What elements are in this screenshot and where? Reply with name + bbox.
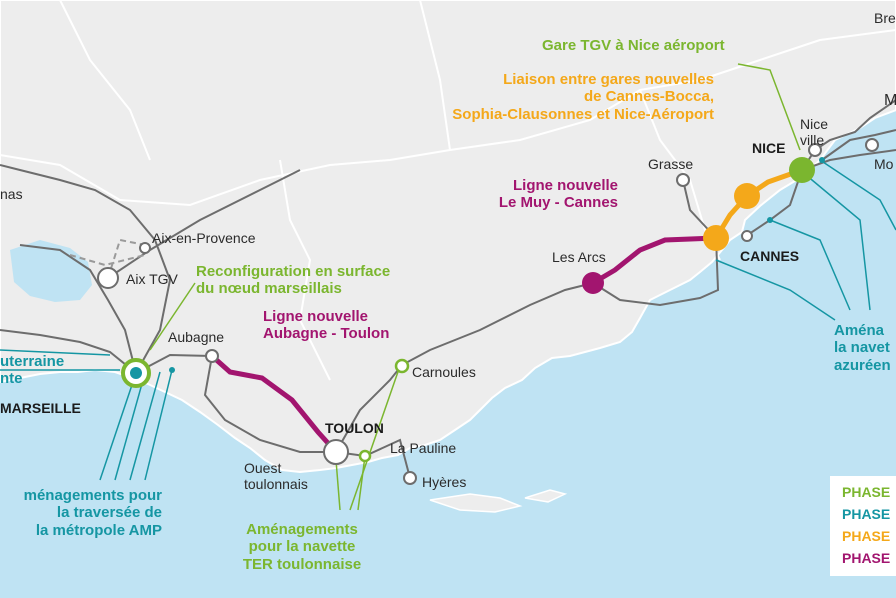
island-porquerolles xyxy=(429,493,523,513)
station-aix xyxy=(139,242,151,254)
station-toulon xyxy=(323,439,349,465)
label-carnoules: Carnoules xyxy=(412,364,476,380)
station-marseille-core xyxy=(130,367,142,379)
annotation-ligne-aubagne: Ligne nouvelle Aubagne - Toulon xyxy=(263,308,390,343)
label-toulon: TOULON xyxy=(325,420,384,436)
ligne-aubagne-toulon xyxy=(210,354,338,454)
label-nas: nas xyxy=(0,186,23,202)
stations xyxy=(97,138,879,485)
label-ouest-toulonnais: Ouest toulonnais xyxy=(244,460,308,493)
gray-rail-lines xyxy=(0,99,896,479)
station-grasse xyxy=(676,173,690,187)
legend-phase-2: PHASE xyxy=(842,506,891,522)
station-cannes xyxy=(741,230,753,242)
green-leader-lines xyxy=(149,63,801,511)
annotation-ter-toulon: Aménagements pour la navette TER toulonn… xyxy=(242,521,362,573)
station-nice-aeroport xyxy=(789,157,815,183)
label-aubagne: Aubagne xyxy=(168,329,225,345)
label-nice-ville: Nice ville xyxy=(800,116,829,149)
station-la-pauline xyxy=(358,449,372,463)
annotation-ligne-muy: Ligne nouvelle Le Muy - Cannes xyxy=(498,177,618,212)
station-carnoules xyxy=(394,358,410,374)
annotation-reconfiguration: Reconfiguration en surface du nœud marse… xyxy=(196,263,391,298)
station-aix-tgv xyxy=(97,267,119,289)
legend-phase-1: PHASE xyxy=(842,484,891,500)
island-port-cros xyxy=(524,489,568,503)
phase-legend: PHASE PHASE PHASE PHASE xyxy=(830,476,896,576)
land-area xyxy=(0,0,896,474)
label-grasse: Grasse xyxy=(648,156,694,172)
label-hyeres: Hyères xyxy=(422,474,467,490)
station-marseille-east xyxy=(169,367,175,373)
station-cannes-bocca xyxy=(703,225,729,251)
label-mo: Mo xyxy=(874,156,894,172)
station-aubagne xyxy=(205,349,219,363)
annotation-gare-nice: Gare TGV à Nice aéroport xyxy=(542,37,725,54)
station-nice-ville xyxy=(808,143,822,157)
label-la-pauline: La Pauline xyxy=(390,440,457,456)
annotation-souterraine: uterraine nte xyxy=(0,353,65,388)
label-aix-tgv: Aix TGV xyxy=(126,271,178,287)
station-monaco xyxy=(865,138,879,152)
dashed-lines xyxy=(69,238,146,279)
ligne-muy-cannes xyxy=(591,235,717,286)
station-hyeres xyxy=(403,471,417,485)
station-antibes xyxy=(767,217,773,223)
label-aix-provence: Aix-en-Provence xyxy=(152,230,256,246)
station-nice-teal xyxy=(819,157,825,163)
label-cannes: CANNES xyxy=(740,248,800,264)
station-sophia xyxy=(734,183,760,209)
annotation-liaison: Liaison entre gares nouvelles de Cannes-… xyxy=(452,71,714,123)
teal-leader-lines xyxy=(0,159,896,481)
station-les-arcs xyxy=(582,272,604,294)
label-marseille: MARSEILLE xyxy=(0,400,81,416)
annotation-azur: Aména la navet azuréen xyxy=(834,322,891,374)
label-m: M xyxy=(884,92,896,109)
legend-phase-3: PHASE xyxy=(842,528,891,544)
label-les-arcs: Les Arcs xyxy=(552,249,606,265)
annotation-amp: ménagements pour la traversée de la métr… xyxy=(23,487,162,539)
label-nice: NICE xyxy=(752,140,786,156)
label-bre: Bre xyxy=(874,10,896,26)
legend-phase-4: PHASE xyxy=(842,550,891,566)
